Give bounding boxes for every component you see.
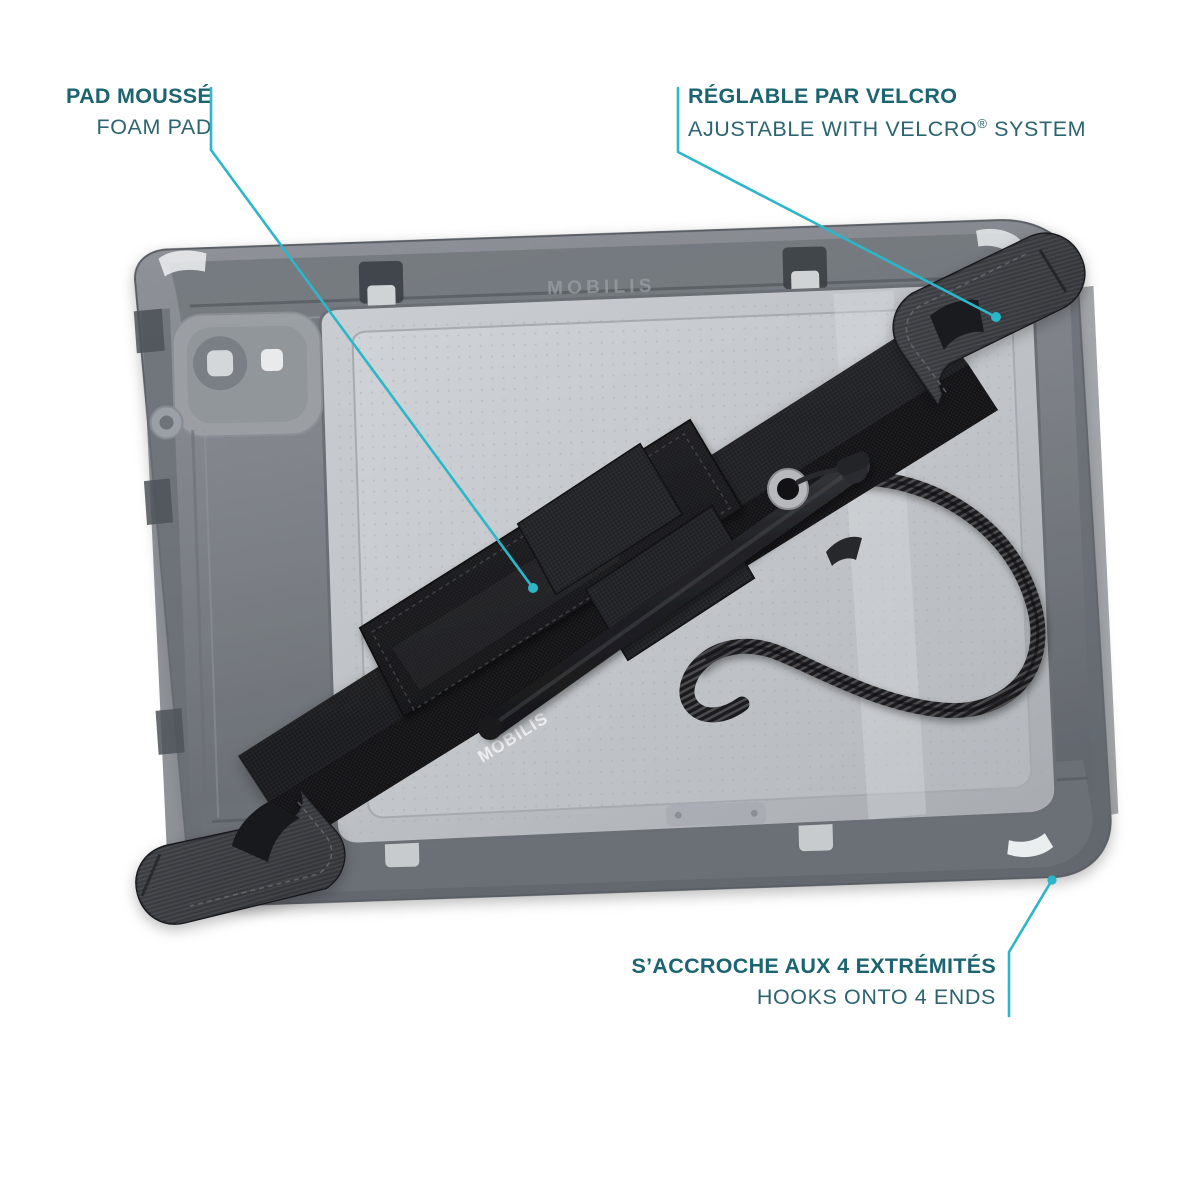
leader-velcro-endpoint <box>991 312 1001 322</box>
retaining-loop-texture <box>518 444 682 594</box>
case-seam-left <box>191 429 208 820</box>
metal-grommet-hole <box>777 478 799 500</box>
velcro-tab-tr-fold <box>1038 249 1068 293</box>
panel-tab-screw-right <box>750 809 758 817</box>
case-seam-left-highlight <box>203 429 220 818</box>
leader-velcro <box>676 86 1001 322</box>
tether-attachment <box>767 451 870 566</box>
leader-velcro-line <box>676 86 998 319</box>
sensor-lens <box>159 415 174 430</box>
velcro-tab-bl-ribbing <box>136 790 345 924</box>
latch-pin-top-left <box>367 285 396 308</box>
velcro-tab-bl-stitch <box>189 801 333 907</box>
leader-foam-pad-line <box>209 86 535 590</box>
stylus-barrel <box>480 454 870 738</box>
hand-strap-assembly: MOBILIS <box>135 232 1086 925</box>
velcro-tab-tr-stitch <box>905 253 1027 393</box>
leader-hooks <box>1007 875 1057 1018</box>
velcro-strap-end-top-right <box>892 232 1086 407</box>
tether-crimp-lower <box>826 536 862 566</box>
strap-retaining-loop <box>516 442 684 596</box>
stylus-specular <box>498 472 848 722</box>
camera-module <box>149 311 324 440</box>
callout-velcro: RÉGLABLE PAR VELCRO AJUSTABLE WITH VELCR… <box>688 84 1148 141</box>
leader-foam-pad-endpoint <box>528 583 538 593</box>
leader-foam-pad <box>209 86 538 593</box>
callout-hooks: S’ACCROCHE AUX 4 EXTRÉMITÉS HOOKS ONTO 4… <box>400 954 996 1009</box>
case-left-notch-top <box>133 308 165 354</box>
case-emboss-label: MOBILIS <box>547 276 656 300</box>
tether-crimp-upper <box>836 451 870 476</box>
coiled-stylus-tether <box>692 470 1046 719</box>
case-left-notch-bottom <box>155 708 185 755</box>
leader-hooks-endpoint <box>1047 875 1057 885</box>
stylus-tip <box>478 716 502 740</box>
case-top-groove <box>189 273 1048 308</box>
hook-slot-top-left <box>158 250 207 277</box>
foam-pad-stitching <box>370 432 732 712</box>
callout-foam-pad-fr: PAD MOUSSÉ <box>66 84 212 108</box>
callout-foam-pad: PAD MOUSSÉ FOAM PAD <box>0 84 212 139</box>
callout-velcro-en-post: SYSTEM <box>987 116 1087 141</box>
callout-velcro-fr: RÉGLABLE PAR VELCRO <box>688 84 958 108</box>
strap-fold-bottom-left <box>232 802 300 862</box>
callout-foam-pad-en: FOAM PAD <box>96 114 212 139</box>
coiled-tether-front <box>679 656 750 723</box>
panel-bottom-tab <box>666 802 767 827</box>
case-left-notch-mid <box>143 478 173 526</box>
leader-hooks-line <box>1007 878 1054 1018</box>
callout-velcro-en: AJUSTABLE WITH VELCRO® SYSTEM <box>688 117 1148 141</box>
callout-hooks-fr: S’ACCROCHE AUX 4 EXTRÉMITÉS <box>631 954 996 978</box>
strap-fold-top-right <box>930 299 984 350</box>
velcro-tab-bl-fold <box>140 853 162 897</box>
callout-velcro-en-pre: AJUSTABLE WITH VELCRO <box>688 116 978 141</box>
velcro-strap-end-bottom-left <box>135 789 346 925</box>
camera-lens <box>206 350 234 377</box>
callout-hooks-en: HOOKS ONTO 4 ENDS <box>756 984 996 1009</box>
velcro-tab-tr-ribbing <box>893 233 1085 404</box>
tether-coil-core <box>698 476 1040 713</box>
case-right-rail <box>1069 285 1119 818</box>
registered-trademark-icon: ® <box>977 115 988 131</box>
panel-tab-screw-left <box>674 811 682 819</box>
hook-slot-bottom-right <box>1007 833 1054 858</box>
tether-coil-front <box>679 656 750 723</box>
camera-flash <box>260 348 284 372</box>
latch-pin-top-right <box>791 270 820 294</box>
